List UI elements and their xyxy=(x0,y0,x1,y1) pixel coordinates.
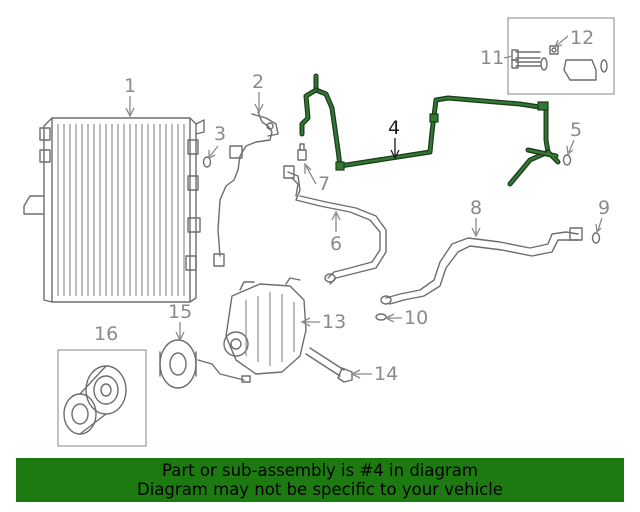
fastener-inset-box xyxy=(507,17,615,95)
compressor-part-13[interactable] xyxy=(223,277,307,375)
nut-part-12[interactable] xyxy=(549,45,608,81)
condenser-part-1[interactable] xyxy=(23,117,205,303)
callout-5[interactable]: 5 xyxy=(570,119,582,141)
leader-lines xyxy=(125,35,603,379)
callout-16[interactable]: 16 xyxy=(94,323,118,345)
o-ring-part-9[interactable] xyxy=(591,232,601,244)
callout-14[interactable]: 14 xyxy=(374,363,398,385)
bolt-part-11[interactable] xyxy=(511,49,548,71)
clutch-part-16[interactable] xyxy=(63,365,127,435)
callout-3[interactable]: 3 xyxy=(214,123,226,145)
part-info-banner: Part or sub-assembly is #4 in diagram Di… xyxy=(16,458,624,502)
clutch-inset-box xyxy=(57,349,147,447)
callout-15[interactable]: 15 xyxy=(168,301,192,323)
callout-1[interactable]: 1 xyxy=(124,75,136,97)
o-ring-part-5[interactable] xyxy=(562,154,572,166)
bolt-part-14[interactable] xyxy=(305,347,353,383)
callout-6[interactable]: 6 xyxy=(330,233,342,255)
callout-7[interactable]: 7 xyxy=(318,173,330,195)
callout-2[interactable]: 2 xyxy=(252,71,264,93)
line-part-2[interactable] xyxy=(213,111,279,267)
callout-9[interactable]: 9 xyxy=(598,197,610,219)
o-ring-part-10[interactable] xyxy=(375,313,387,321)
callout-12[interactable]: 12 xyxy=(570,27,594,49)
callout-8[interactable]: 8 xyxy=(470,197,482,219)
hose-part-6[interactable] xyxy=(283,165,387,285)
sensor-part-7[interactable] xyxy=(297,143,307,161)
callout-13[interactable]: 13 xyxy=(322,311,346,333)
ac-line-part-4[interactable] xyxy=(299,73,561,187)
o-ring-part-3[interactable] xyxy=(202,156,212,168)
banner-line-2: Diagram may not be specific to your vehi… xyxy=(137,480,503,499)
callout-11[interactable]: 11 xyxy=(480,47,504,69)
callout-10[interactable]: 10 xyxy=(404,307,428,329)
callout-4[interactable]: 4 xyxy=(388,117,400,139)
banner-line-1: Part or sub-assembly is #4 in diagram xyxy=(162,461,478,480)
clutch-coil-part-15[interactable] xyxy=(159,339,251,389)
hose-part-8[interactable] xyxy=(380,227,583,305)
